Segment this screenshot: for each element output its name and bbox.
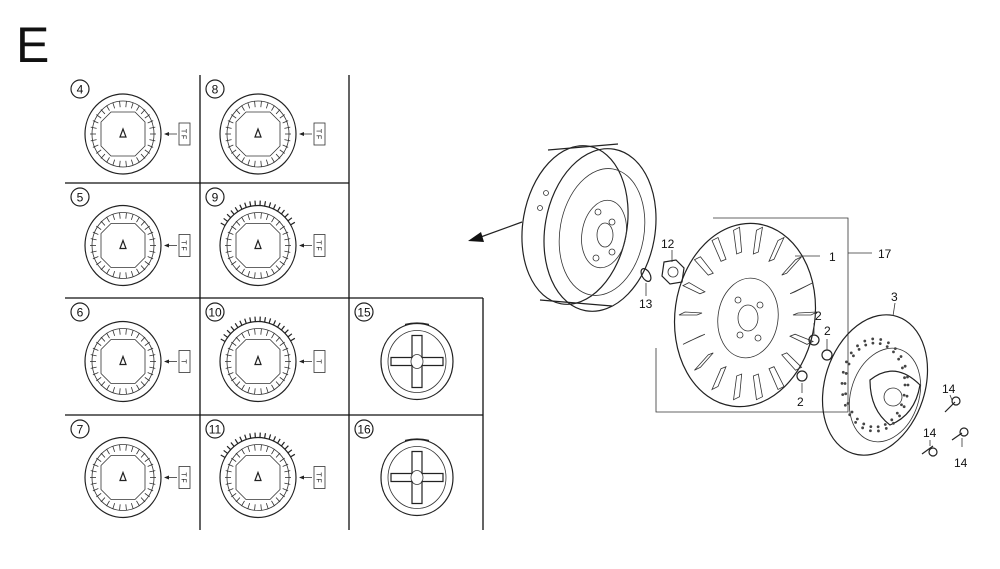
variant-number: 4 bbox=[77, 83, 84, 97]
variant-cell-4: 4 T F bbox=[71, 80, 190, 174]
rotor-drawing bbox=[85, 438, 161, 518]
variant-number: 9 bbox=[212, 191, 219, 205]
variant-number: 5 bbox=[77, 191, 84, 205]
callout-14c: 14 bbox=[954, 456, 968, 470]
cooling-fan bbox=[663, 214, 827, 416]
callout-2a: 2 bbox=[815, 309, 822, 323]
flywheel bbox=[510, 137, 669, 320]
variant-number: 7 bbox=[77, 423, 84, 437]
mark-tag-text: T F bbox=[315, 240, 322, 250]
wheel-drawing bbox=[381, 439, 453, 516]
variant-cell-7: 7 T F bbox=[71, 420, 190, 518]
callout-labels: 1 2 2 2 3 12 13 14 14 14 17 bbox=[639, 237, 968, 470]
wheel-drawing bbox=[381, 323, 453, 400]
callout-17: 17 bbox=[878, 247, 892, 261]
mark-tag-text: T bbox=[180, 359, 187, 364]
mark-tag-text: T F bbox=[315, 472, 322, 482]
leader-lines bbox=[646, 250, 962, 447]
rotor-drawing bbox=[85, 322, 161, 402]
variant-cell-10: 10T bbox=[206, 303, 325, 402]
variant-number: 8 bbox=[212, 83, 219, 97]
variant-cell-15: 15 bbox=[355, 303, 453, 400]
mark-tag-text: T F bbox=[180, 472, 187, 482]
callout-14a: 14 bbox=[942, 382, 956, 396]
variant-number: 11 bbox=[209, 423, 222, 437]
mark-tag-text: T F bbox=[180, 129, 187, 139]
variant-cell-5: 5 T F bbox=[71, 188, 190, 286]
variant-number: 15 bbox=[357, 306, 371, 320]
variant-cell-11: 11 T F bbox=[206, 420, 325, 518]
callout-14b: 14 bbox=[923, 426, 937, 440]
callout-12: 12 bbox=[661, 237, 675, 251]
callout-3: 3 bbox=[891, 290, 898, 304]
rotor-drawing bbox=[220, 94, 296, 174]
variant-number: 16 bbox=[357, 423, 371, 437]
key-washer bbox=[639, 267, 653, 283]
direction-arrow bbox=[468, 222, 522, 242]
variant-cell-16: 16 bbox=[355, 420, 453, 516]
callout-2c: 2 bbox=[797, 395, 804, 409]
variant-number: 6 bbox=[77, 306, 84, 320]
rotor-drawing bbox=[85, 94, 161, 174]
variant-cell-8: 8 T F bbox=[206, 80, 325, 174]
rotor-drawing bbox=[220, 201, 296, 286]
mark-tag-text: T F bbox=[315, 129, 322, 139]
flywheel-nut bbox=[662, 260, 684, 284]
variant-cell-9: 9 T F bbox=[206, 188, 325, 286]
section-letter: E bbox=[16, 17, 49, 73]
variant-number: 10 bbox=[208, 306, 222, 320]
rotor-drawing bbox=[85, 206, 161, 286]
variant-cell-6: 6T bbox=[71, 303, 190, 402]
mark-tag-text: T F bbox=[180, 240, 187, 250]
mark-tag-text: T bbox=[315, 359, 322, 364]
rotor-drawing bbox=[220, 433, 296, 518]
callout-1: 1 bbox=[829, 250, 836, 264]
callout-2b: 2 bbox=[824, 324, 831, 338]
rotor-drawing bbox=[220, 317, 296, 402]
callout-13: 13 bbox=[639, 297, 653, 311]
variant-grid bbox=[65, 75, 483, 530]
